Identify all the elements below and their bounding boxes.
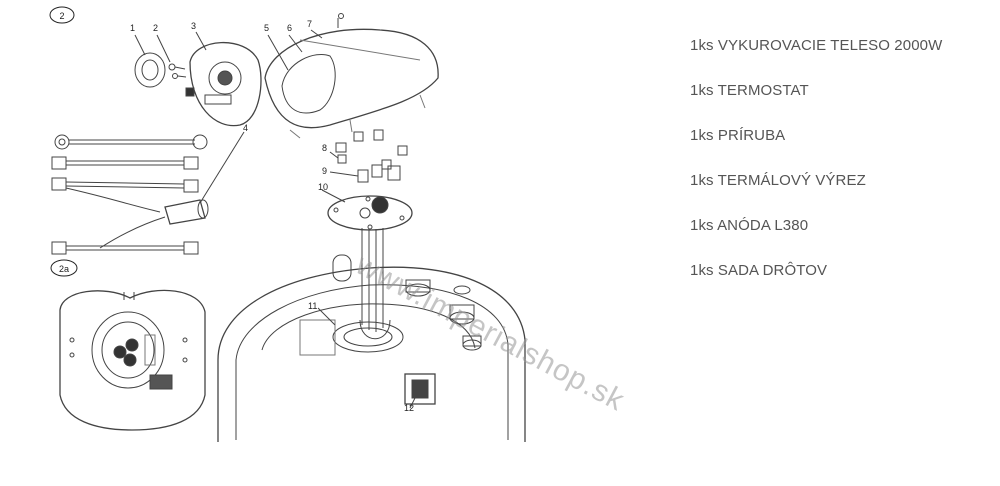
part-10-flange <box>321 189 413 231</box>
parts-list-item: 1ks TERMOSTAT <box>690 82 809 99</box>
part-label-3: 3 <box>191 21 196 31</box>
svg-text:2: 2 <box>59 11 64 21</box>
parts-list-item: 1ks PRÍRUBA <box>690 127 786 144</box>
part-label-5: 5 <box>264 23 269 33</box>
detail-view-2a <box>59 289 206 431</box>
part-label-11: 11 <box>308 301 317 311</box>
boiler-body <box>217 254 526 442</box>
part-4-leader-line <box>199 131 245 204</box>
view-label-2: 2 <box>49 6 75 24</box>
part-9-terminals <box>329 164 401 183</box>
part-label-10: 10 <box>318 182 328 192</box>
part-number-labels: 1 2 3 4 5 6 7 8 9 10 11 12 <box>130 19 414 413</box>
wire-set <box>51 134 209 255</box>
part-label-6: 6 <box>287 23 292 33</box>
parts-list-item: 1ks VYKUROVACIE TELESO 2000W <box>690 37 943 54</box>
parts-list-item: 1ks TERMÁLOVÝ VÝREZ <box>690 172 866 189</box>
parts-list-item: 1ks SADA DRÔTOV <box>690 262 828 279</box>
part-label-2: 2 <box>153 23 158 33</box>
heating-element <box>359 228 391 340</box>
parts-list-item: 1ks ANÓDA L380 <box>690 217 809 234</box>
part-6-cover <box>264 13 439 139</box>
part-label-9: 9 <box>322 166 327 176</box>
svg-text:2a: 2a <box>59 264 69 274</box>
part-3-thermostat-plate <box>185 31 262 127</box>
view-label-2a: 2a <box>50 259 78 277</box>
part-2-screw <box>156 34 187 79</box>
part-label-4: 4 <box>243 123 248 133</box>
part-label-12: 12 <box>404 403 414 413</box>
part-label-1: 1 <box>130 23 135 33</box>
part-label-8: 8 <box>322 143 327 153</box>
part-8-small-caps <box>329 129 408 170</box>
parts-list: 1ks VYKUROVACIE TELESO 2000W 1ks TERMOST… <box>690 35 942 305</box>
part-label-7: 7 <box>307 19 312 29</box>
part-1-cap <box>134 34 166 88</box>
